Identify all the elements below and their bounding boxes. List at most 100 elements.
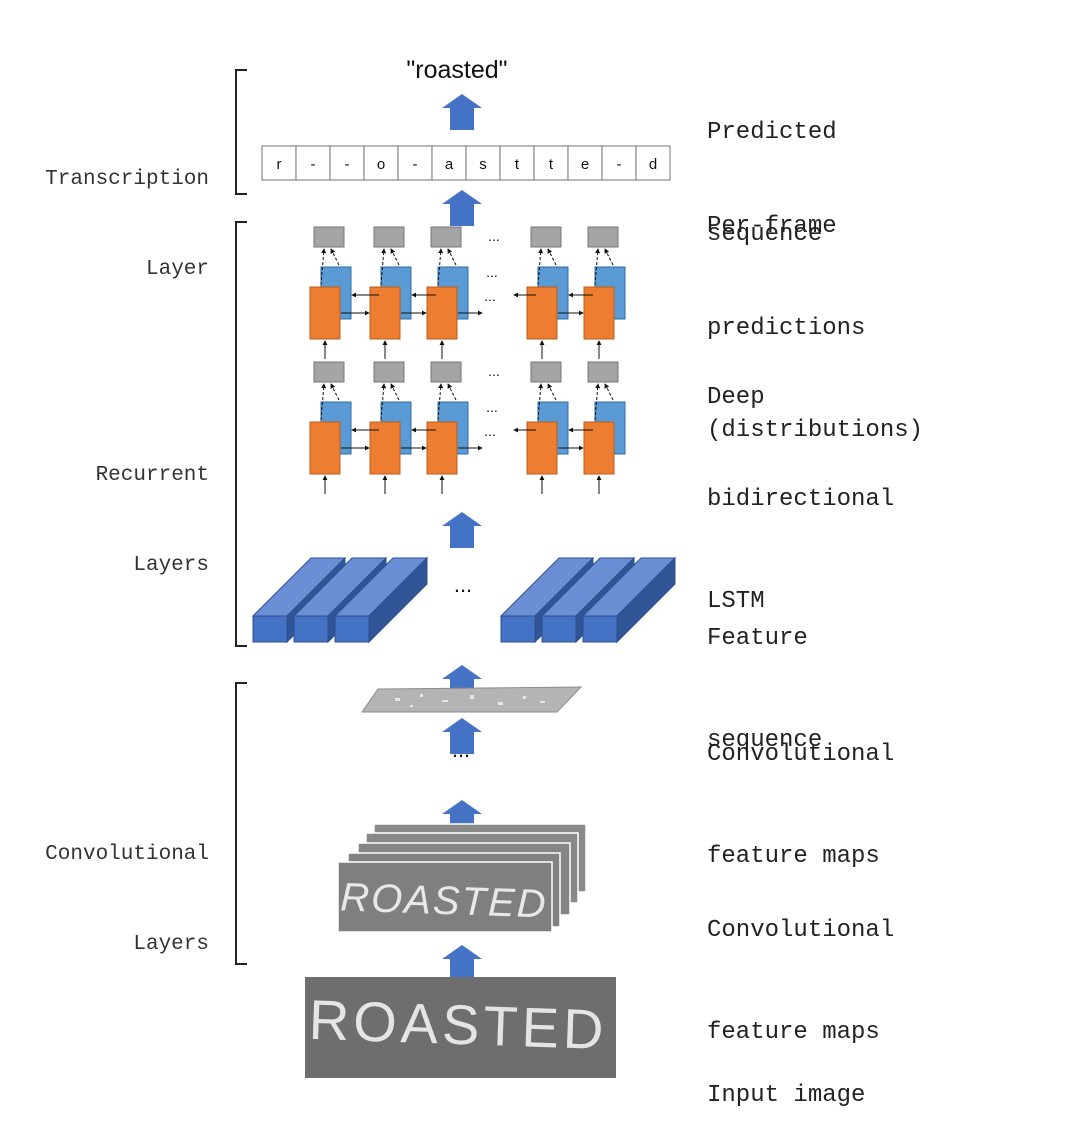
lstm-forward-cell	[369, 421, 401, 475]
lstm-forward-output-arrow	[380, 248, 387, 286]
predicted-line-1: Predicted	[707, 119, 837, 146]
up-arrow-icon	[442, 945, 482, 981]
frame-char: o	[377, 156, 385, 173]
lstm-ellipsis: ...	[488, 228, 500, 244]
lstm-forward-output-arrow	[380, 383, 387, 421]
recurrent-layers-label: Recurrent Layers	[96, 401, 209, 611]
feature-prism-face	[500, 615, 536, 643]
convolutional-line-2: Layers	[133, 933, 209, 956]
lstm-line-3: LSTM	[707, 588, 765, 615]
convolutional-line-1: Convolutional	[45, 843, 209, 866]
frame-char: -	[617, 156, 622, 173]
convolutional-layers-label: Convolutional Layers	[45, 780, 209, 990]
frame-char: a	[445, 156, 454, 173]
lstm-ellipsis: ...	[484, 288, 496, 304]
lstm-forward-cell	[526, 421, 558, 475]
lstm-ellipsis: ...	[488, 363, 500, 379]
conv-top-line-2: feature maps	[707, 843, 880, 870]
conv-feature-maps-top-label: Convolutional feature maps	[707, 670, 894, 908]
lstm-forward-output-arrow	[537, 248, 544, 286]
input-line-1: Input image	[707, 1082, 866, 1109]
lstm-output-node	[430, 361, 462, 383]
lstm-forward-cell	[426, 421, 458, 475]
per-frame-line-3: (distributions)	[707, 417, 924, 444]
input-image-label: Input image	[707, 1011, 865, 1147]
convolutional-bracket	[235, 682, 247, 965]
frame-char: d	[649, 156, 657, 173]
feature-prism-face	[582, 615, 618, 643]
lstm-output-node	[530, 226, 562, 248]
deep-lstm-label: Deep bidirectional LSTM	[707, 313, 894, 653]
recurrent-line-1: Recurrent	[95, 464, 209, 487]
lstm-forward-output-arrow	[320, 383, 327, 421]
feature-seq-line-2: sequence	[707, 727, 823, 754]
frame-char: -	[345, 156, 350, 173]
lstm-backward-output-arrow	[390, 248, 400, 266]
feature-prism-face	[252, 615, 288, 643]
transcription-line-1: Transcription	[45, 168, 209, 191]
recurrent-line-2: Layers	[133, 554, 209, 577]
feature-sequence-ellipsis: ...	[454, 572, 472, 597]
frame-char: e	[581, 156, 589, 173]
per-frame-line-2: predictions	[707, 315, 866, 342]
lstm-output-node	[313, 361, 345, 383]
feature-prism-face	[541, 615, 577, 643]
output-sequence-text: "roasted"	[406, 56, 507, 84]
lstm-backward-output-arrow	[330, 248, 340, 266]
frame-box	[329, 145, 365, 181]
lstm-forward-cell	[426, 286, 458, 340]
feature-seq-line-1: Feature	[707, 625, 808, 652]
frame-char: s	[479, 156, 487, 173]
predicted-line-2: sequence	[707, 221, 823, 248]
layer-brackets	[235, 69, 247, 965]
lstm-backward-output-arrow	[330, 383, 340, 401]
lstm-forward-cell	[583, 421, 615, 475]
lstm-forward-output-arrow	[537, 383, 544, 421]
feature-prism-face	[334, 615, 370, 643]
lstm-backward-output-arrow	[447, 383, 457, 401]
recurrent-bracket	[235, 221, 247, 647]
lstm-forward-output-arrow	[594, 383, 601, 421]
frame-char: -	[311, 156, 316, 173]
feature-map-letters: ROASTED	[340, 875, 549, 926]
conv-ellipsis: ...	[452, 737, 470, 762]
conv-feature-map-slab	[361, 686, 583, 713]
lstm-output-node	[373, 361, 405, 383]
lstm-backward-output-arrow	[604, 248, 614, 266]
per-frame-line-1: Per-frame	[707, 213, 837, 240]
lstm-forward-cell	[309, 421, 341, 475]
frame-box	[635, 145, 671, 181]
conv-feature-maps-bottom-label: Convolutional feature maps	[707, 846, 894, 1084]
lstm-backward-output-arrow	[390, 383, 400, 401]
frame-box	[295, 145, 331, 181]
bidirectional-lstm-stack: ..................	[309, 226, 626, 494]
frame-char: t	[549, 156, 554, 173]
lstm-forward-cell	[583, 286, 615, 340]
predicted-sequence-label: Predicted sequence	[707, 48, 837, 286]
transcription-layer-label: Transcription Layer	[45, 105, 209, 315]
conv-top-line-1: Convolutional	[707, 741, 895, 768]
frame-char: t	[515, 156, 520, 173]
frame-char: r	[277, 156, 282, 173]
input-image: ROASTED	[305, 977, 616, 1078]
up-arrow-icon	[442, 718, 482, 754]
crnn-architecture-diagram: "roasted" r - - o - a s t t e - d .................…	[235, 56, 677, 1078]
transcription-line-2: Layer	[145, 258, 209, 281]
lstm-forward-output-arrow	[320, 248, 327, 286]
up-arrow-icon	[442, 190, 482, 226]
input-image-letters: ROASTED	[308, 988, 609, 1061]
frame-box	[465, 145, 501, 181]
lstm-output-node	[313, 226, 345, 248]
lstm-backward-output-arrow	[447, 248, 457, 266]
frame-char: -	[413, 156, 418, 173]
feature-sequence-label: Feature sequence	[707, 554, 822, 792]
lstm-forward-output-arrow	[594, 248, 601, 286]
lstm-output-node	[587, 361, 619, 383]
feature-sequence-prisms	[251, 556, 677, 644]
lstm-output-node	[530, 361, 562, 383]
feature-prism-face	[293, 615, 329, 643]
lstm-output-node	[430, 226, 462, 248]
lstm-ellipsis: ...	[486, 399, 498, 415]
lstm-forward-cell	[309, 286, 341, 340]
